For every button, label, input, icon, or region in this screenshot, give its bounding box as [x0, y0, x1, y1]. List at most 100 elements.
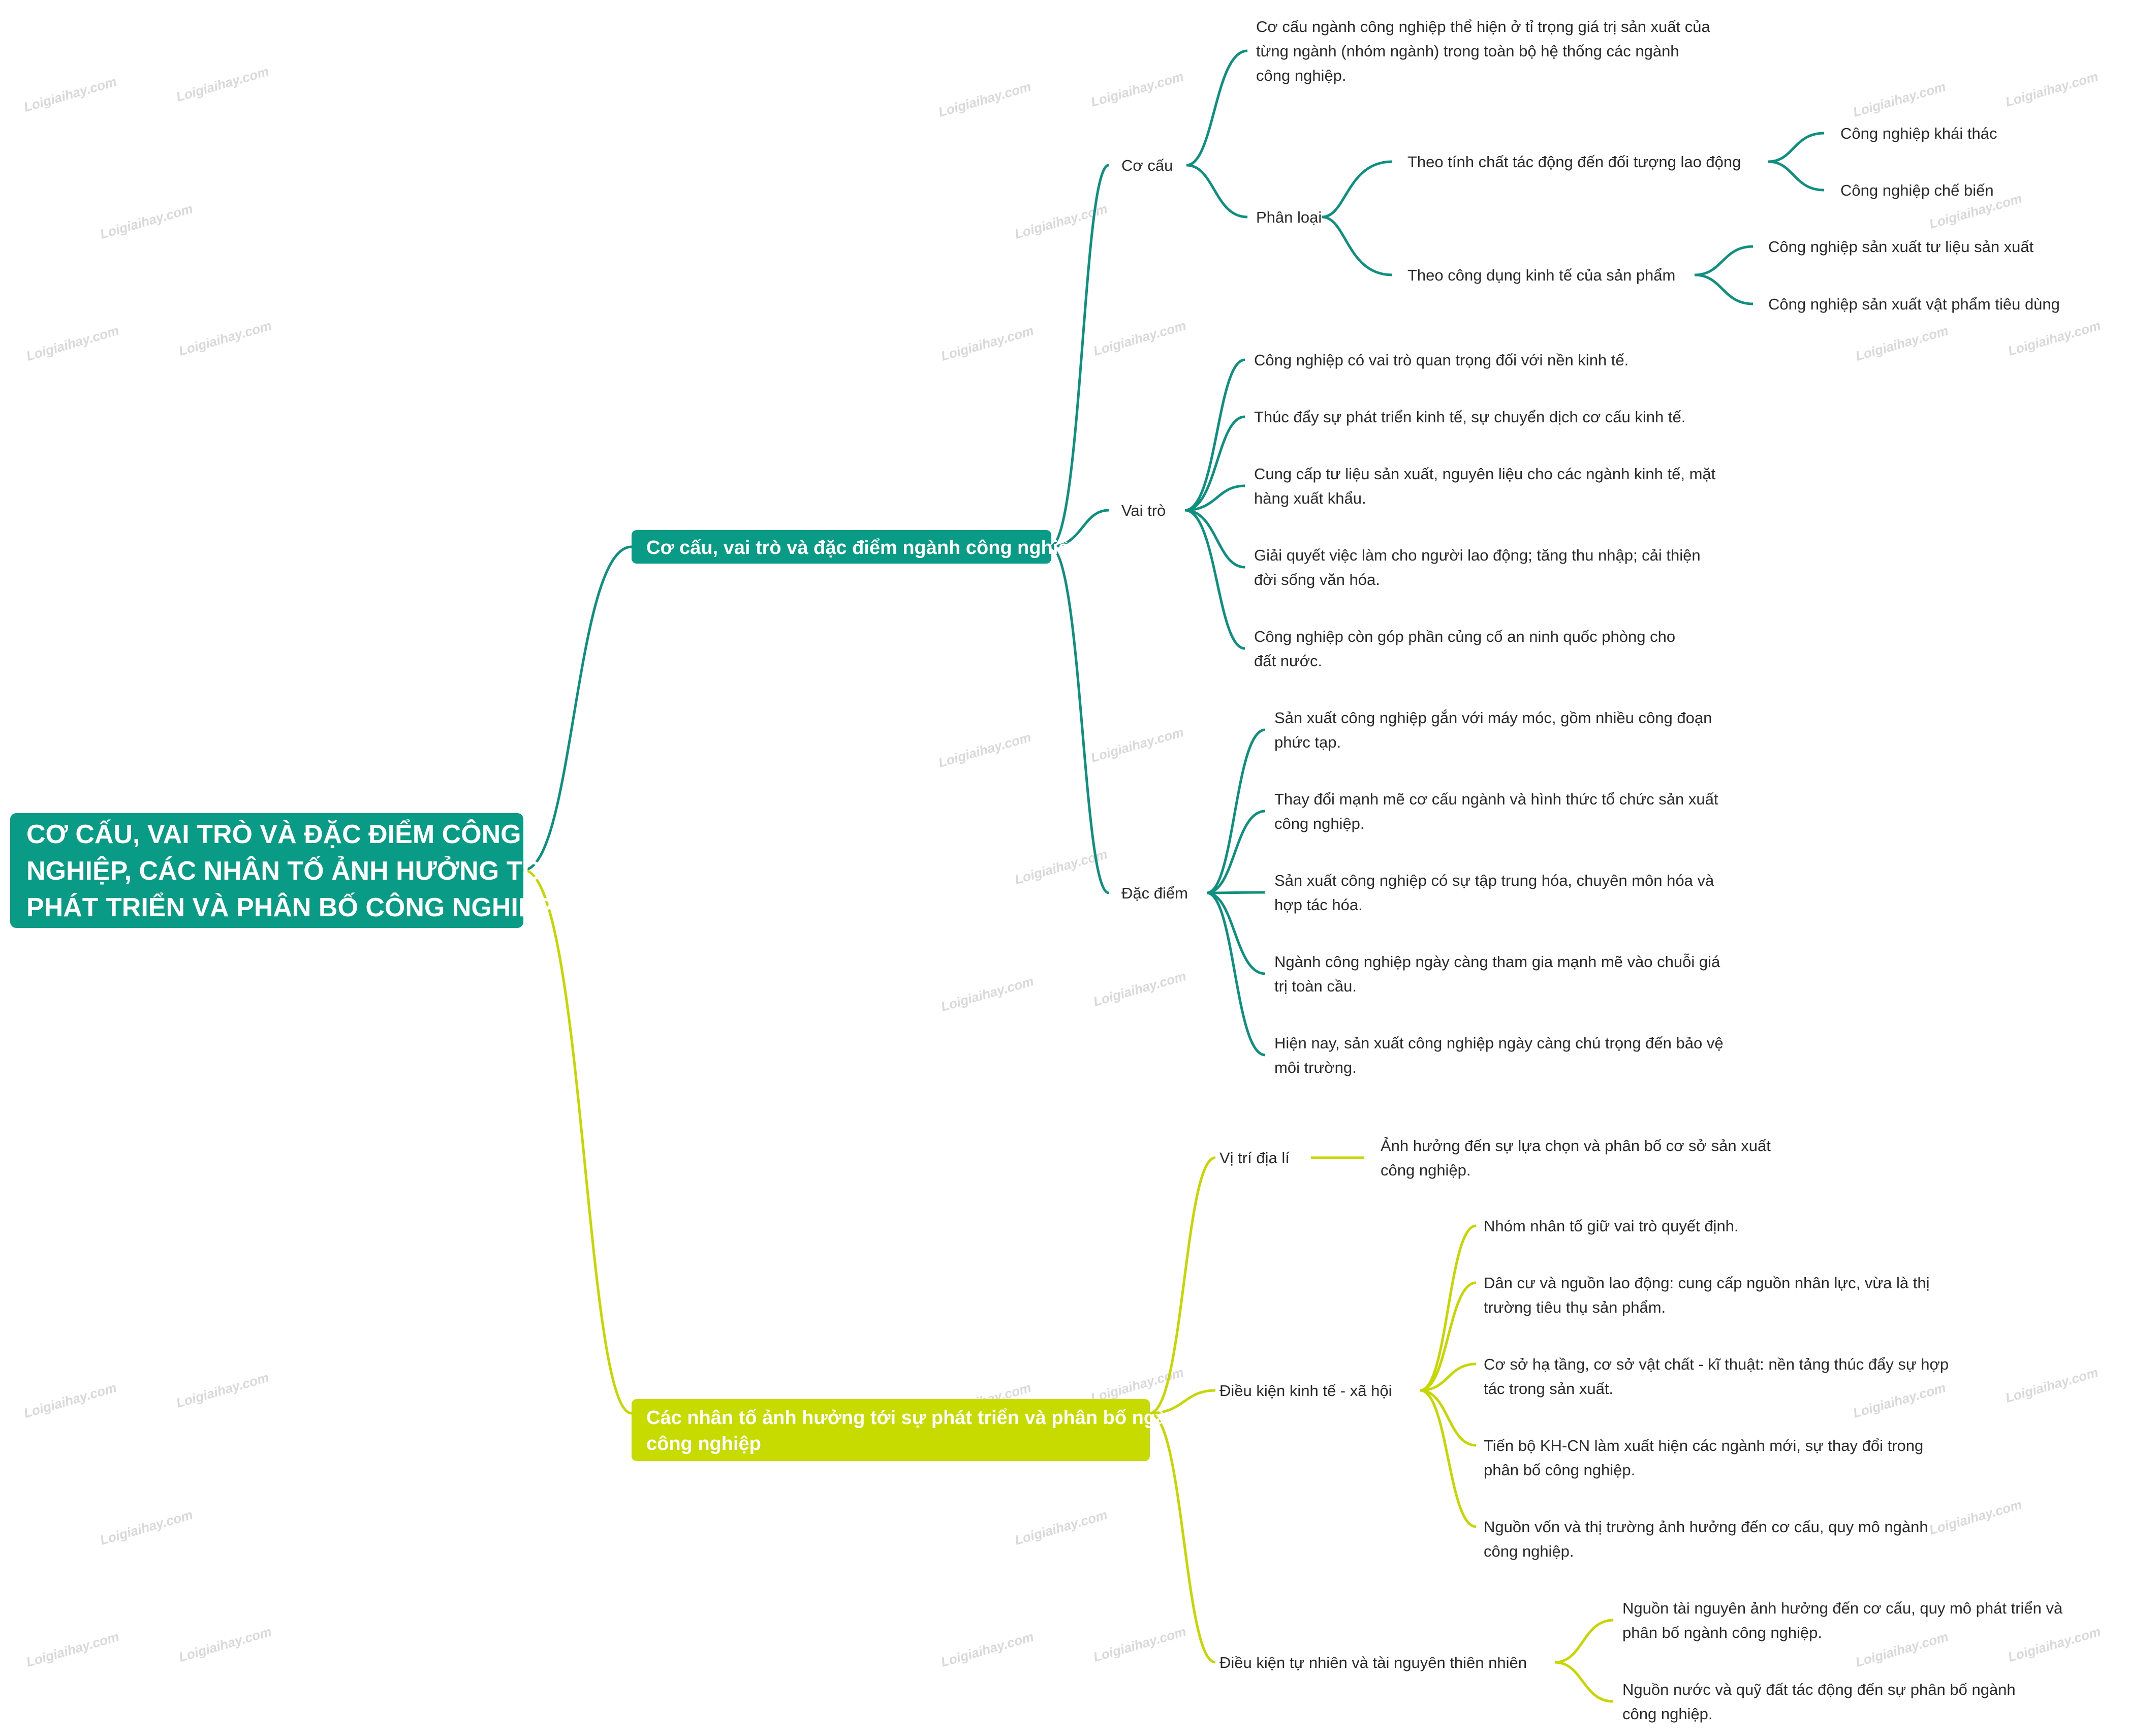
watermark-text: Loigiaihay.com: [24, 323, 120, 364]
kinh-te-item-2-line-1: Dân cư và nguồn lao động: cung cấp nguồn…: [1484, 1274, 1929, 1292]
dac-diem-item-2[interactable]: Thay đổi mạnh mẽ cơ cấu ngành và hình th…: [1274, 790, 1718, 832]
vai-tro-item-5[interactable]: Công nghiệp còn góp phần củng cố an ninh…: [1254, 628, 1675, 670]
node-vi-tri-dia-li[interactable]: Vị trí địa lí: [1219, 1149, 1290, 1167]
watermark-text: Loigiaihay.com: [1854, 323, 1950, 364]
cn-khai-thac-label: Công nghiệp khái thác: [1840, 125, 1997, 142]
node-cn-khai-thac[interactable]: Công nghiệp khái thác: [1840, 125, 1997, 142]
dac-diem-item-3[interactable]: Sản xuất công nghiệp có sự tập trung hóa…: [1274, 872, 1714, 914]
tu-nhien-item-1[interactable]: Nguồn tài nguyên ảnh hưởng đến cơ cấu, q…: [1622, 1599, 2063, 1641]
root-title-line-3: PHÁT TRIỂN VÀ PHÂN BỐ CÔNG NGHIỆP: [26, 892, 553, 922]
node-theo-tinh-chat[interactable]: Theo tính chất tác động đến đối tượng la…: [1407, 153, 1741, 171]
dac-diem-item-5-line-1: Hiện nay, sản xuất công nghiệp ngày càng…: [1274, 1034, 1724, 1052]
tu-nhien-item-2-line-2: công nghiệp.: [1622, 1705, 1713, 1723]
kinh-te-item-4-line-2: phân bố công nghiệp.: [1484, 1461, 1635, 1479]
vai-tro-item-3[interactable]: Cung cấp tư liệu sản xuất, nguyên liệu c…: [1254, 465, 1716, 507]
dac-diem-item-5-line-2: môi trường.: [1274, 1059, 1357, 1076]
watermark-text: Loigiaihay.com: [24, 1629, 120, 1670]
cn-tu-lieu-san-xuat-label: Công nghiệp sản xuất tư liệu sản xuất: [1768, 238, 2034, 256]
kinh-te-item-4-line-1: Tiến bộ KH-CN làm xuất hiện các ngành mớ…: [1484, 1437, 1923, 1454]
watermark-text: Loigiaihay.com: [2003, 1365, 2100, 1406]
branch-influencing-factors[interactable]: Các nhân tố ảnh hưởng tới sự phát triển …: [632, 1399, 1190, 1461]
watermark-text: Loigiaihay.com: [1091, 318, 1187, 359]
vi-tri-detail-line-2: công nghiệp.: [1381, 1161, 1471, 1179]
kinh-te-item-3[interactable]: Cơ sở hạ tầng, cơ sở vật chất - kĩ thuật…: [1484, 1355, 1949, 1398]
node-dac-diem[interactable]: Đặc điểm: [1121, 884, 1188, 902]
vai-tro-item-2[interactable]: Thúc đẩy sự phát triển kinh tế, sự chuyể…: [1254, 408, 1685, 426]
branch-structure-role-characteristics[interactable]: Cơ cấu, vai trò và đặc điểm ngành công n…: [632, 530, 1081, 564]
kinh-te-item-2[interactable]: Dân cư và nguồn lao động: cung cấp nguồn…: [1484, 1274, 1929, 1316]
watermark-text: Loigiaihay.com: [177, 318, 273, 359]
node-kinh-te-xa-hoi[interactable]: Điều kiện kinh tế - xã hội: [1219, 1382, 1392, 1400]
node-cn-che-bien[interactable]: Công nghiệp chế biến: [1840, 181, 1994, 199]
watermark-text: Loigiaihay.com: [939, 323, 1035, 364]
vai-tro-item-3-line-2: hàng xuất khẩu.: [1254, 489, 1366, 507]
vai-tro-item-3-line-1: Cung cấp tư liệu sản xuất, nguyên liệu c…: [1254, 465, 1716, 483]
dac-diem-item-2-line-2: công nghiệp.: [1274, 815, 1365, 832]
kinh-te-item-1[interactable]: Nhóm nhân tố giữ vai trò quyết định.: [1484, 1217, 1739, 1235]
dac-diem-item-2-line-1: Thay đổi mạnh mẽ cơ cấu ngành và hình th…: [1274, 790, 1718, 808]
vai-tro-item-5-line-1: Công nghiệp còn góp phần củng cố an ninh…: [1254, 628, 1675, 645]
root-title-line-1: CƠ CẤU, VAI TRÒ VÀ ĐẶC ĐIỂM CÔNG: [26, 819, 521, 849]
dac-diem-item-1-line-2: phức tạp.: [1274, 733, 1341, 751]
vai-tro-item-5-line-2: đất nước.: [1254, 652, 1322, 670]
watermark-text: Loigiaihay.com: [1091, 968, 1187, 1009]
tu-nhien-item-2[interactable]: Nguồn nước và quỹ đất tác động đến sự ph…: [1622, 1681, 2016, 1723]
co-cau-definition-line-2: từng ngành (nhóm ngành) trong toàn bộ hệ…: [1256, 42, 1679, 60]
node-tu-nhien[interactable]: Điều kiện tự nhiên và tài nguyên thiên n…: [1219, 1654, 1527, 1671]
dac-diem-item-1-line-1: Sản xuất công nghiệp gắn với máy móc, gồ…: [1274, 709, 1712, 727]
co-cau-label: Cơ cấu: [1121, 157, 1173, 174]
node-cn-tu-lieu-san-xuat[interactable]: Công nghiệp sản xuất tư liệu sản xuất: [1768, 238, 2034, 256]
kinh-te-item-5[interactable]: Nguồn vốn và thị trường ảnh hưởng đến cơ…: [1484, 1518, 1928, 1560]
dac-diem-item-3-line-2: hợp tác hóa.: [1274, 896, 1363, 914]
dac-diem-item-1[interactable]: Sản xuất công nghiệp gắn với máy móc, gồ…: [1274, 709, 1712, 751]
vai-tro-item-4[interactable]: Giải quyết việc làm cho người lao động; …: [1254, 546, 1701, 588]
branch-structure-title: Cơ cấu, vai trò và đặc điểm ngành công n…: [646, 537, 1081, 559]
tu-nhien-item-1-line-1: Nguồn tài nguyên ảnh hưởng đến cơ cấu, q…: [1622, 1599, 2063, 1617]
watermark-text: Loigiaihay.com: [98, 1507, 194, 1548]
kinh-te-item-2-line-2: trường tiêu thụ sản phẩm.: [1484, 1298, 1666, 1316]
watermark-text: Loigiaihay.com: [1013, 1507, 1109, 1548]
node-theo-cong-dung[interactable]: Theo công dụng kinh tế của sản phẩm: [1407, 266, 1675, 284]
tu-nhien-item-1-line-2: phân bố ngành công nghiệp.: [1622, 1624, 1822, 1641]
vi-tri-detail[interactable]: Ảnh hưởng đến sự lựa chọn và phân bố cơ …: [1381, 1137, 1771, 1179]
root-node[interactable]: CƠ CẤU, VAI TRÒ VÀ ĐẶC ĐIỂM CÔNG NGHIỆP,…: [10, 813, 553, 928]
co-cau-definition-line-3: công nghiệp.: [1256, 67, 1347, 84]
watermark-text: Loigiaihay.com: [2003, 69, 2100, 110]
connectors-branch-structure: [523, 49, 1825, 1057]
dac-diem-item-5[interactable]: Hiện nay, sản xuất công nghiệp ngày càng…: [1274, 1034, 1724, 1076]
watermark-text: Loigiaihay.com: [1854, 1629, 1950, 1670]
watermark-text: Loigiaihay.com: [1927, 1497, 2023, 1538]
dac-diem-item-3-line-1: Sản xuất công nghiệp có sự tập trung hóa…: [1274, 872, 1714, 889]
watermark-text: Loigiaihay.com: [177, 1624, 273, 1665]
node-phan-loai[interactable]: Phân loại: [1256, 208, 1322, 226]
kinh-te-item-4[interactable]: Tiến bộ KH-CN làm xuất hiện các ngành mớ…: [1484, 1437, 1923, 1479]
vai-tro-item-1-line-1: Công nghiệp có vai trò quan trọng đối vớ…: [1254, 351, 1629, 369]
kinh-te-item-5-line-2: công nghiệp.: [1484, 1542, 1574, 1560]
node-co-cau[interactable]: Cơ cấu: [1121, 157, 1173, 174]
connectors-branch-factors: [523, 869, 1614, 1703]
watermark-text: Loigiaihay.com: [1091, 1624, 1187, 1665]
watermark-text: Loigiaihay.com: [939, 1629, 1035, 1670]
watermark-text: Loigiaihay.com: [1089, 69, 1185, 110]
vai-tro-item-1[interactable]: Công nghiệp có vai trò quan trọng đối vớ…: [1254, 351, 1629, 369]
node-cn-vat-pham-tieu-dung[interactable]: Công nghiệp sản xuất vật phẩm tiêu dùng: [1768, 295, 2060, 313]
watermark-text: Loigiaihay.com: [174, 64, 270, 105]
dac-diem-item-4[interactable]: Ngành công nghiệp ngày càng tham gia mạn…: [1274, 953, 1720, 995]
dac-diem-label: Đặc điểm: [1121, 884, 1188, 902]
watermark-text: Loigiaihay.com: [939, 973, 1035, 1014]
kinh-te-item-3-line-1: Cơ sở hạ tầng, cơ sở vật chất - kĩ thuật…: [1484, 1355, 1949, 1373]
node-co-cau-definition[interactable]: Cơ cấu ngành công nghiệp thể hiện ở tỉ t…: [1256, 18, 1710, 84]
phan-loai-label: Phân loại: [1256, 208, 1322, 226]
root-title-line-2: NGHIỆP, CÁC NHÂN TỐ ẢNH HƯỞNG TỚI: [26, 856, 552, 886]
vi-tri-detail-line-1: Ảnh hưởng đến sự lựa chọn và phân bố cơ …: [1381, 1137, 1771, 1155]
dac-diem-item-4-line-2: trị toàn cầu.: [1274, 977, 1357, 995]
cn-che-bien-label: Công nghiệp chế biến: [1840, 181, 1994, 199]
kinh-te-item-5-line-1: Nguồn vốn và thị trường ảnh hưởng đến cơ…: [1484, 1518, 1928, 1536]
node-vai-tro[interactable]: Vai trò: [1121, 502, 1166, 519]
tu-nhien-item-2-line-1: Nguồn nước và quỹ đất tác động đến sự ph…: [1622, 1681, 2016, 1698]
watermark-text: Loigiaihay.com: [174, 1370, 270, 1411]
watermark-text: Loigiaihay.com: [2006, 318, 2102, 359]
watermark-text: Loigiaihay.com: [1851, 1380, 1947, 1421]
vai-tro-label: Vai trò: [1121, 502, 1166, 519]
